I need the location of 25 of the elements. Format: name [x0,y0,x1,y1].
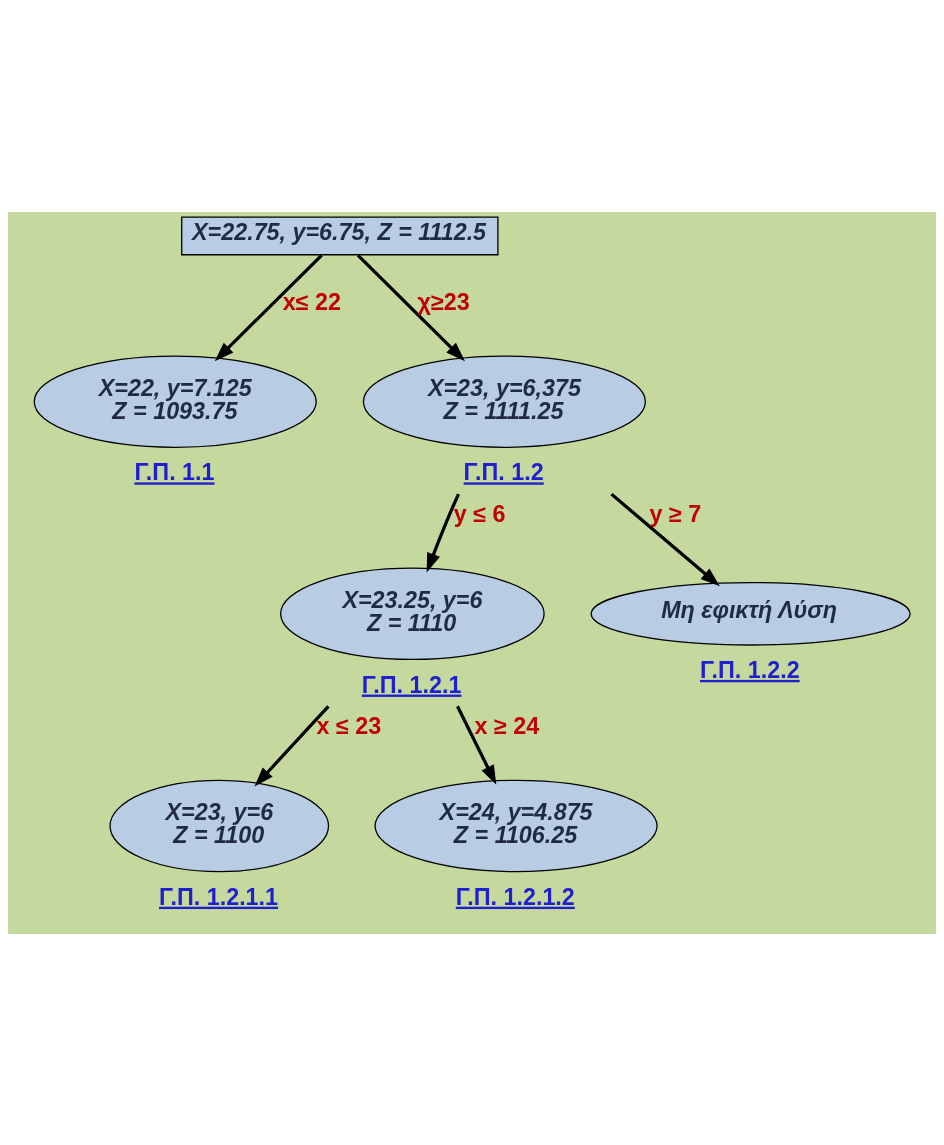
arrow [214,253,323,361]
arrow [456,705,497,785]
edge-label: y ≥ 7 [649,500,702,527]
node-label: Γ.Π. 1.2 [463,458,544,485]
node-ellipse: X=23.25, y=6 Z = 1110 [280,567,545,660]
node-label: Γ.Π. 1.2.1.2 [455,883,575,910]
node-label: Γ.Π. 1.2.1.1 [159,883,279,910]
node-ellipse: Μη εφικτή Λύση [590,581,911,646]
edge-label: x ≥ 24 [474,712,540,739]
arrow [254,704,330,786]
node-label: Γ.Π. 1.1 [134,458,215,485]
arrow [610,492,720,586]
node-ellipse: X=23, y=6,375 Z = 1111.25 [362,354,647,448]
edge-label: χ≥23 [417,288,470,315]
arrow [356,253,465,361]
node-label: Γ.Π. 1.2.2 [700,656,800,683]
edge-label: x ≤ 23 [316,712,382,739]
node-label: Γ.Π. 1.2.1 [361,671,462,698]
edge-label: y ≤ 6 [453,500,506,527]
node-box: X=22.75, y=6.75, Z = 1112.5 [181,216,499,255]
arrow [426,492,460,573]
node-ellipse: X=23, y=6 Z = 1100 [109,779,330,872]
node-ellipse: X=22, y=7.125 Z = 1093.75 [33,354,317,448]
node-ellipse: X=24, y=4.875 Z = 1106.25 [374,779,658,872]
edge-label: x≤ 22 [282,288,341,315]
